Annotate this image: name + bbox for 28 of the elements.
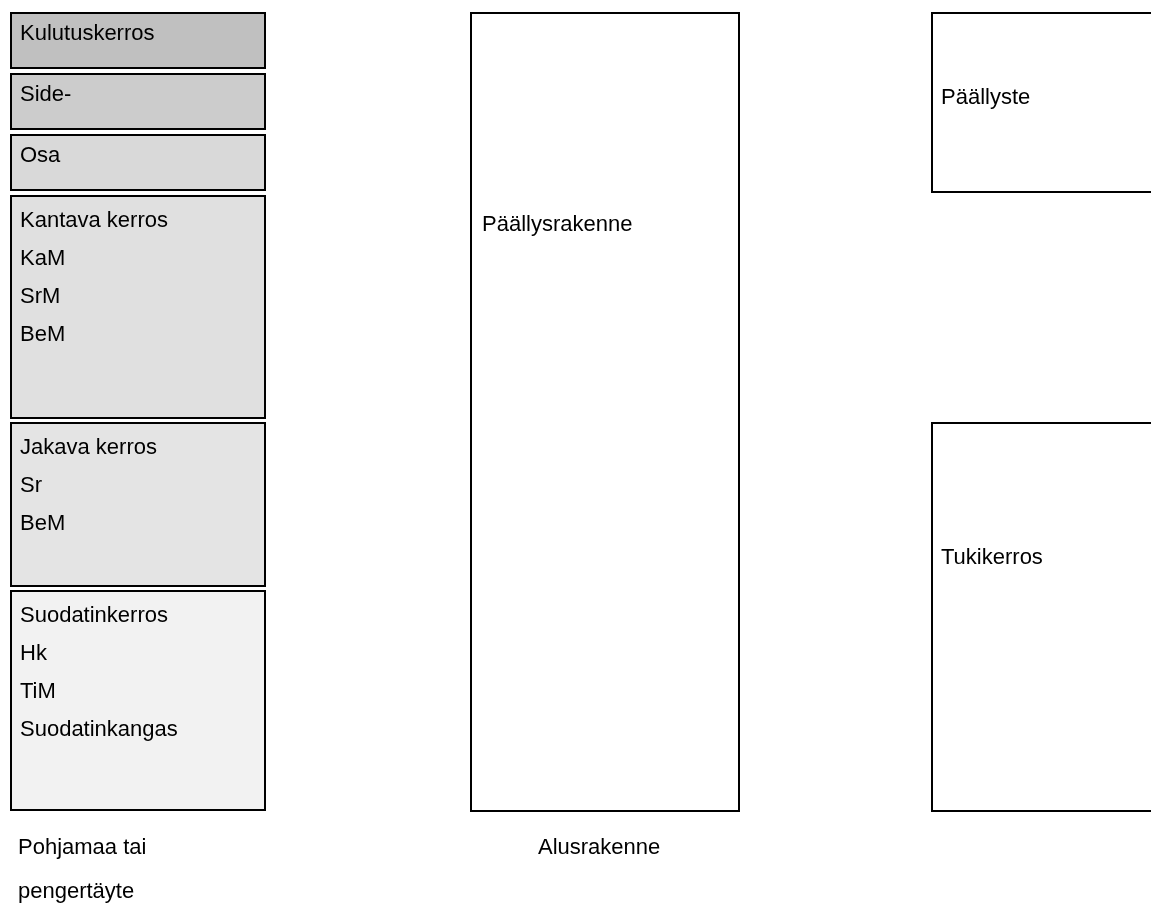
layer-box [10,12,266,69]
material-label: TiM [20,677,56,705]
material-label: BeM [20,320,66,348]
bracket-box [931,422,1151,812]
material-label: Suodatinkangas [20,715,178,743]
layer-box [10,422,266,587]
layer-box [10,134,266,191]
layer-title: Tukikerros [941,543,1043,571]
material-label: SrM [20,282,61,310]
layer-title: Osa [20,141,61,169]
material-label: BeM [20,509,66,537]
bracket-box [931,12,1151,193]
section-label: Alusrakenne [538,833,662,861]
material-label: Sr [20,471,42,499]
layer-title: Jakava kerros [20,433,157,461]
section-label: Pohjamaa tai pengertäyte [18,833,148,905]
layer-title: Päällyste [941,83,1031,111]
material-label: Hk [20,639,47,667]
layer-box [10,195,266,419]
layer-box [10,590,266,811]
material-label: KaM [20,244,66,272]
layer-box [10,73,266,130]
layer-title: Side- [20,80,72,108]
layer-title: Kulutuskerros [20,19,155,47]
layer-title: Kantava kerros [20,206,168,234]
bracket-box [470,12,740,812]
layer-title: Suodatinkerros [20,601,168,629]
layer-title: Päällysrakenne [482,210,633,238]
